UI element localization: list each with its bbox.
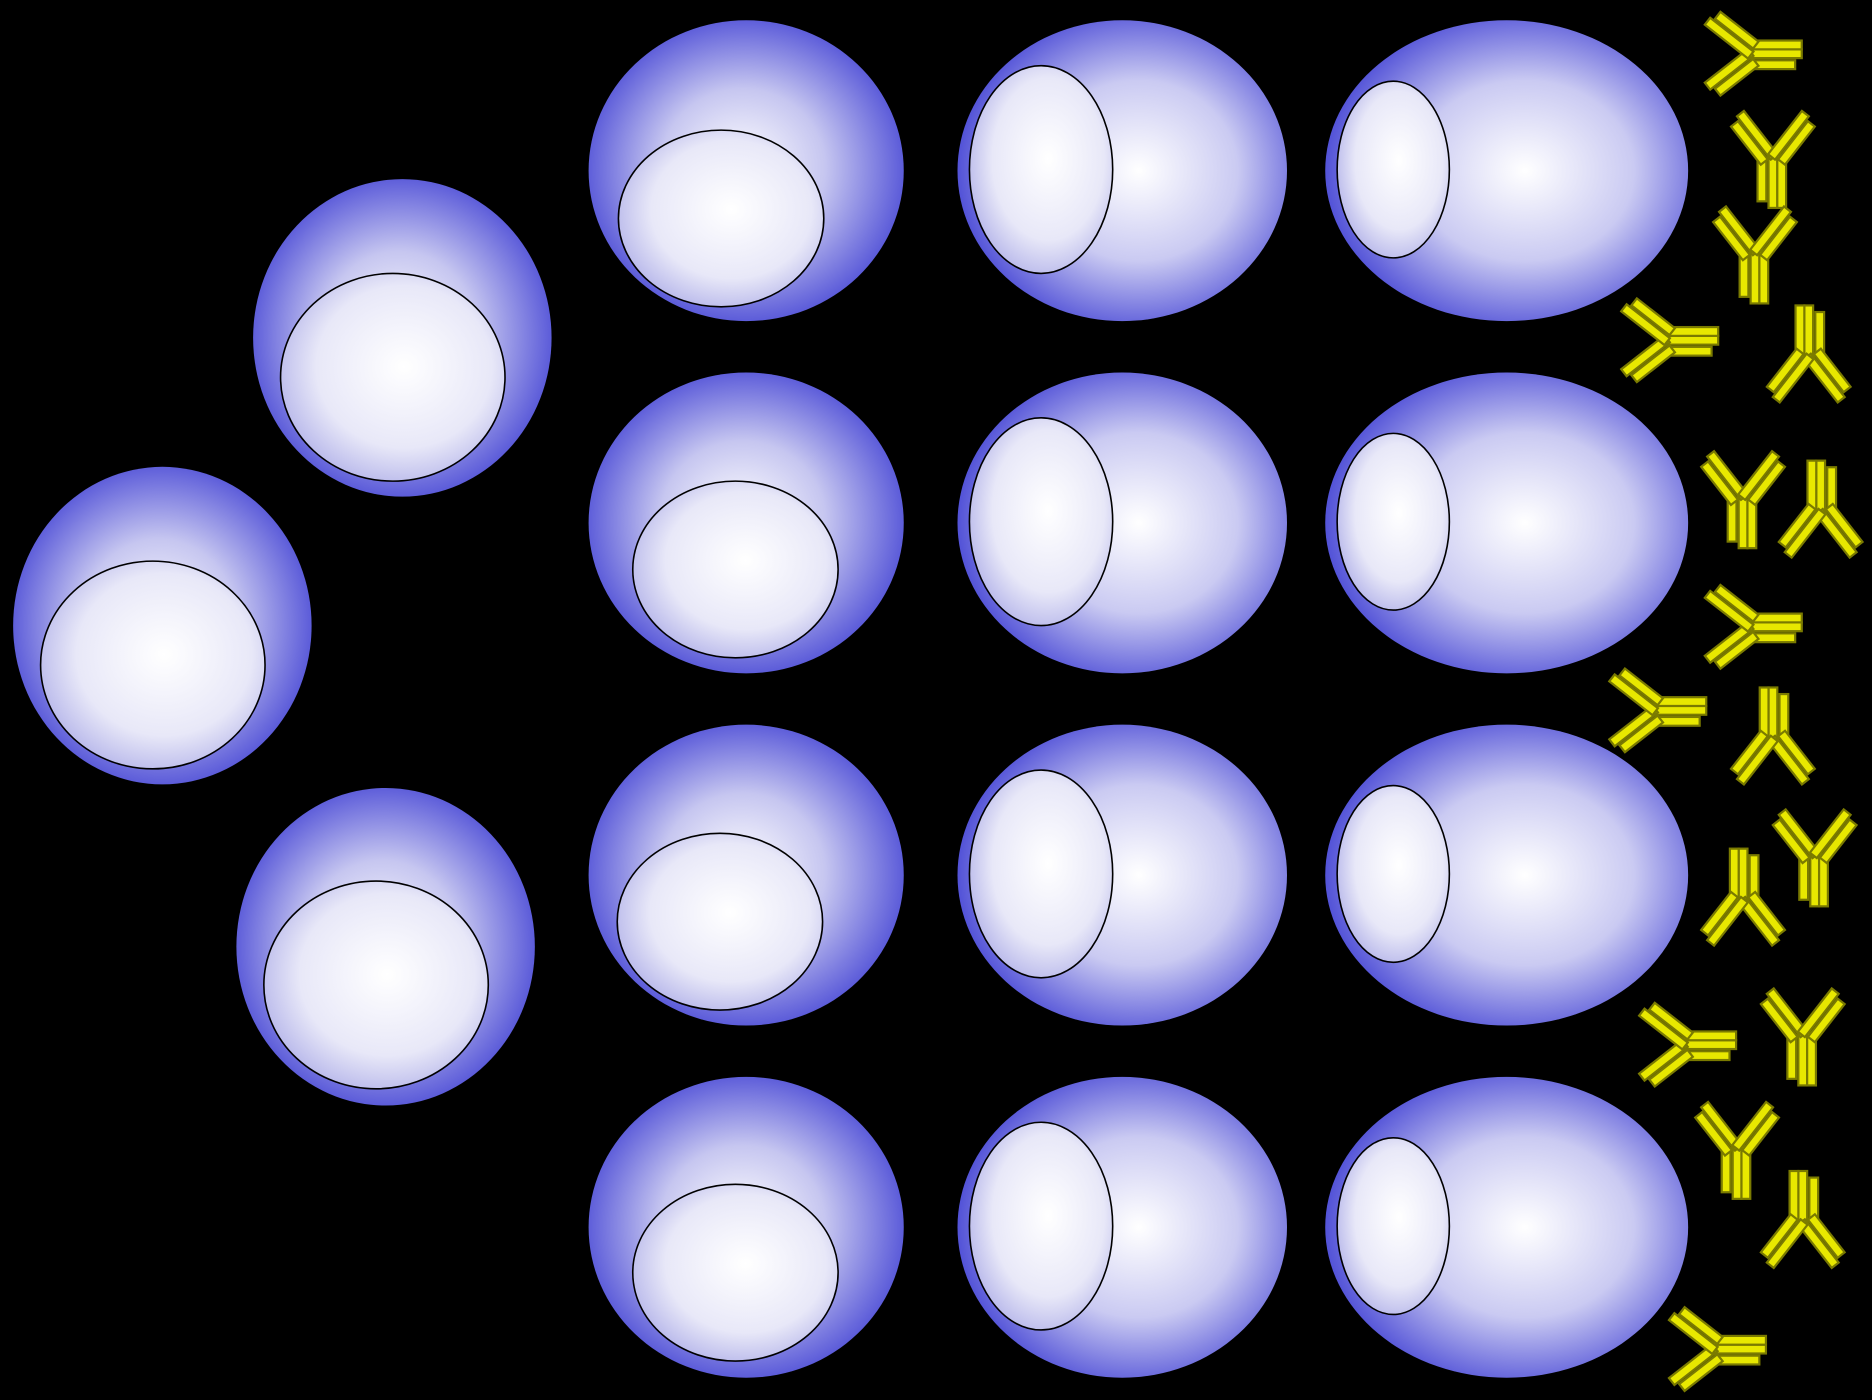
cell-nucleus <box>969 66 1112 274</box>
antibody-y-icon <box>1695 1102 1779 1199</box>
cell-nucleus <box>633 1184 838 1361</box>
antibody-y-icon <box>1609 668 1706 752</box>
lymphoblast-cell <box>253 179 551 497</box>
antibody-y-icon <box>1761 1171 1845 1268</box>
antibody-y-icon <box>1669 1307 1766 1391</box>
plasma-cell-cell <box>1325 372 1688 673</box>
antibody-y-icon <box>1705 12 1802 96</box>
cell-nucleus <box>1337 81 1449 258</box>
antibody-y-icon <box>1731 111 1815 208</box>
activated-b-cell-cell <box>589 20 904 321</box>
antibody-y-icon <box>1621 298 1718 382</box>
antibody-y-icon <box>1767 305 1851 402</box>
plasmablast-cell <box>957 1077 1287 1378</box>
antibody-y-icon <box>1773 809 1857 906</box>
antibody-y-icon <box>1713 206 1797 303</box>
cell-nucleus <box>618 130 823 307</box>
plasma-cell-cell <box>1325 725 1688 1026</box>
activated-b-cell-cell <box>589 1077 904 1378</box>
cell-nucleus <box>264 881 488 1089</box>
antibody-y-icon <box>1701 849 1785 946</box>
cell-nucleus <box>633 481 838 658</box>
plasmablast-cell <box>957 20 1287 321</box>
antibody-y-icon <box>1701 451 1785 548</box>
plasmablast-cell <box>957 372 1287 673</box>
stem-cell-cell <box>13 467 311 785</box>
antibody-y-icon <box>1731 687 1815 784</box>
antibody-y-icon <box>1779 461 1863 558</box>
cell-nucleus <box>969 1122 1112 1330</box>
antibody-y-icon <box>1761 988 1845 1085</box>
plasma-cell-cell <box>1325 20 1688 321</box>
cell-nucleus <box>1337 786 1449 963</box>
cell-nucleus <box>41 561 265 769</box>
cell-nucleus <box>1337 1138 1449 1315</box>
plasma-cell-cell <box>1325 1077 1688 1378</box>
cell-nucleus <box>1337 433 1449 610</box>
cell-nucleus <box>281 273 505 481</box>
plasmablast-cell <box>957 725 1287 1026</box>
cell-nucleus <box>969 418 1112 626</box>
plasmablast-group <box>957 20 1287 1377</box>
stem-cell-group <box>13 467 311 785</box>
antibody-y-icon <box>1639 1003 1736 1087</box>
cell-nucleus <box>969 770 1112 978</box>
cell-nucleus <box>617 833 822 1010</box>
activated-b-cell-group <box>589 20 904 1377</box>
cells-layer <box>13 20 1688 1377</box>
activated-b-cell-cell <box>589 372 904 673</box>
antibody-y-icon <box>1705 585 1802 669</box>
activated-b-cell-cell <box>589 725 904 1026</box>
lymphoblast-cell <box>236 788 534 1106</box>
